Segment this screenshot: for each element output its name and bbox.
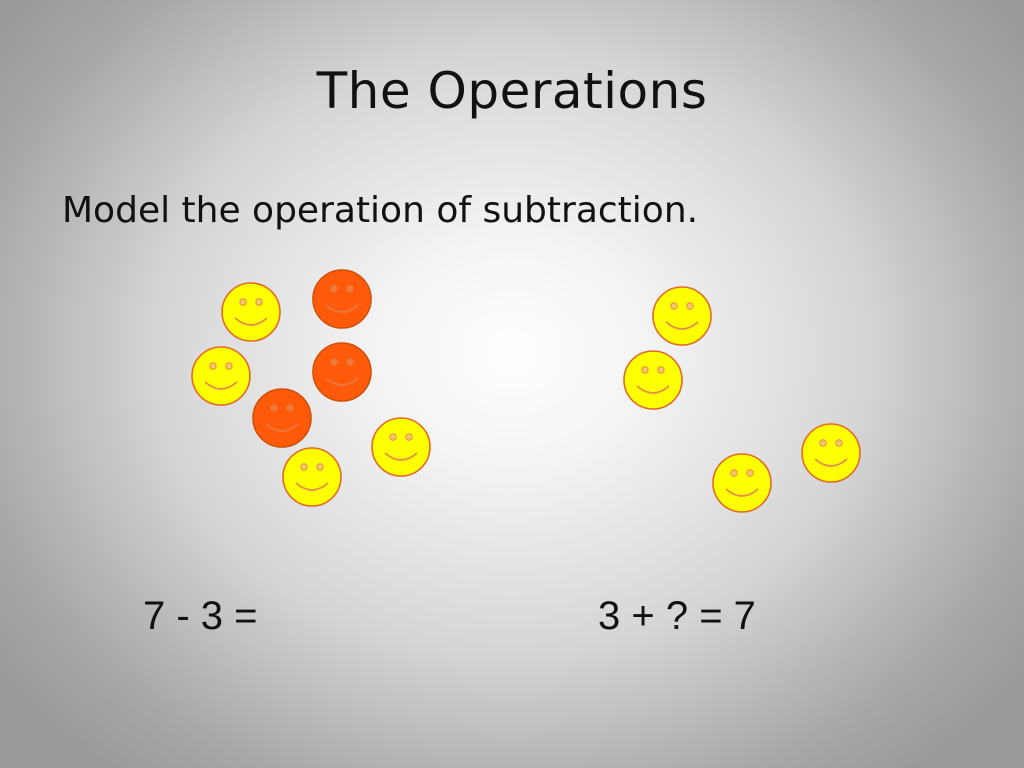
smiley-yellow-icon (801, 423, 861, 483)
slide-title: The Operations (316, 62, 708, 120)
smiley-orange-icon (312, 342, 372, 402)
equation-missing-addend: 3 + ? = 7 (598, 594, 756, 638)
smiley-yellow-icon (623, 350, 683, 410)
equation-subtraction: 7 - 3 = (143, 594, 258, 638)
smiley-orange-icon (252, 388, 312, 448)
smiley-yellow-icon (191, 346, 251, 406)
smiley-orange-icon (312, 269, 372, 329)
smiley-yellow-icon (282, 447, 342, 507)
smiley-yellow-icon (221, 282, 281, 342)
smiley-yellow-icon (371, 417, 431, 477)
slide-instruction: Model the operation of subtraction. (62, 190, 699, 231)
smiley-yellow-icon (652, 286, 712, 346)
smiley-yellow-icon (712, 453, 772, 513)
